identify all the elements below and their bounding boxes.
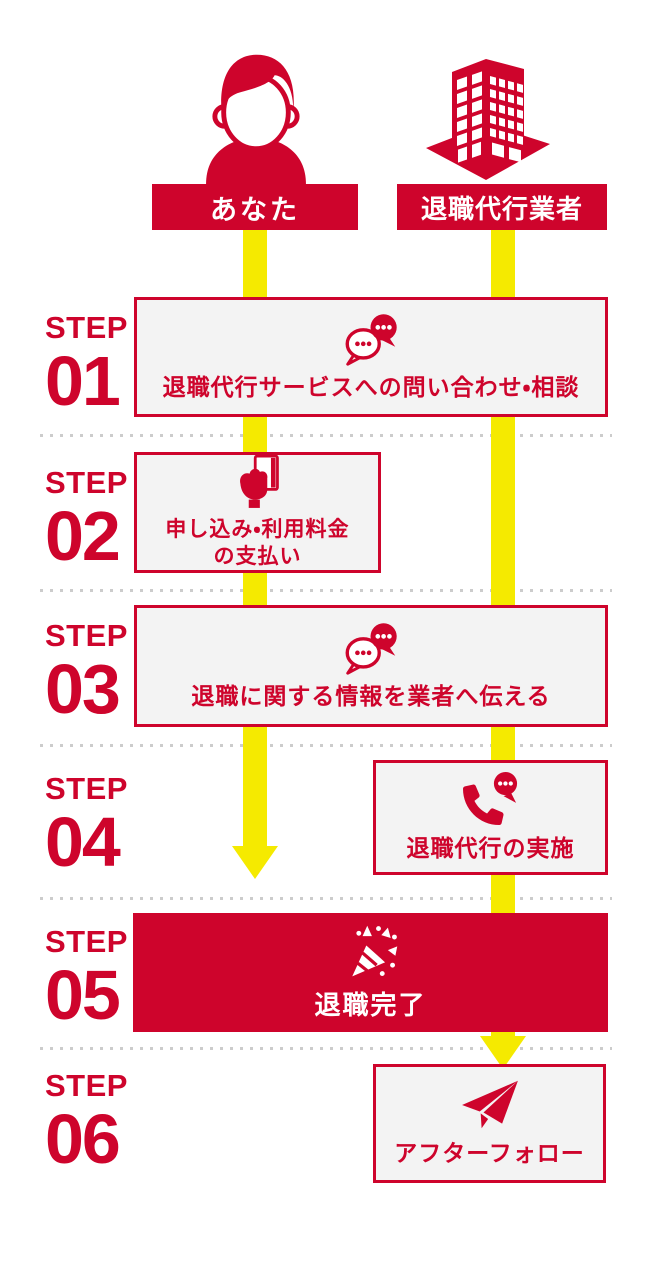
- dotted-separator: [40, 434, 612, 437]
- actor-label-agency: 退職代行業者: [397, 184, 607, 230]
- person-icon: [192, 42, 320, 184]
- chat-bubbles-icon: [339, 312, 403, 366]
- step-text: 申し込み・利用料金 の支払い: [165, 517, 349, 571]
- step-box-01: 退職代行サービスへの問い合わせ・相談: [134, 297, 608, 417]
- step-box-06: アフターフォロー: [373, 1064, 606, 1183]
- dotted-separator: [40, 589, 612, 592]
- actor-label-agency-text: 退職代行業者: [420, 193, 583, 224]
- card-payment-icon: [233, 454, 283, 510]
- step-number: 02: [45, 497, 121, 575]
- step-number: 03: [45, 650, 121, 728]
- step-number: 01: [45, 342, 121, 420]
- dotted-separator: [40, 1047, 612, 1050]
- step-text-line2: の支払い: [213, 545, 302, 568]
- paper-plane-icon: [459, 1078, 521, 1132]
- step-number: 04: [45, 803, 121, 881]
- actor-label-you-text: あなた: [210, 194, 300, 225]
- flow-arrowhead-you: [232, 846, 278, 879]
- step-text: 退職代行の実施: [406, 835, 575, 862]
- step-word: STEP: [45, 465, 128, 500]
- step-text: 退職完了: [314, 990, 427, 1021]
- step-text-line1: 申し込み・利用料金: [165, 518, 350, 542]
- step-word: STEP: [45, 618, 128, 653]
- step-label-02: STEP 02: [45, 467, 155, 571]
- step-label-01: STEP 01: [45, 312, 155, 416]
- dotted-separator: [40, 897, 612, 900]
- step-label-06: STEP 06: [45, 1070, 155, 1174]
- flow-arrowhead-agency: [480, 1036, 526, 1069]
- actor-label-you: あなた: [152, 184, 358, 230]
- step-label-05: STEP 05: [45, 926, 155, 1030]
- confetti-icon: [341, 922, 401, 982]
- step-word: STEP: [45, 924, 128, 959]
- building-icon: [422, 40, 554, 186]
- step-number: 06: [45, 1100, 121, 1178]
- step-label-04: STEP 04: [45, 773, 155, 877]
- step-text: 退職に関する情報を業者へ伝える: [191, 682, 551, 709]
- step-label-03: STEP 03: [45, 620, 155, 724]
- step-number: 05: [45, 956, 121, 1034]
- step-box-04: 退職代行の実施: [373, 760, 608, 875]
- step-word: STEP: [45, 1068, 128, 1103]
- step-text: アフターフォロー: [394, 1140, 585, 1167]
- dotted-separator: [40, 744, 612, 747]
- phone-chat-icon: [461, 771, 521, 827]
- step-box-05: 退職完了: [133, 913, 608, 1032]
- step-text: 退職代行サービスへの問い合わせ・相談: [162, 373, 580, 400]
- step-box-02: 申し込み・利用料金 の支払い: [134, 452, 381, 573]
- chat-bubbles-icon: [339, 621, 403, 675]
- step-word: STEP: [45, 771, 128, 806]
- step-box-03: 退職に関する情報を業者へ伝える: [134, 605, 608, 727]
- step-word: STEP: [45, 310, 128, 345]
